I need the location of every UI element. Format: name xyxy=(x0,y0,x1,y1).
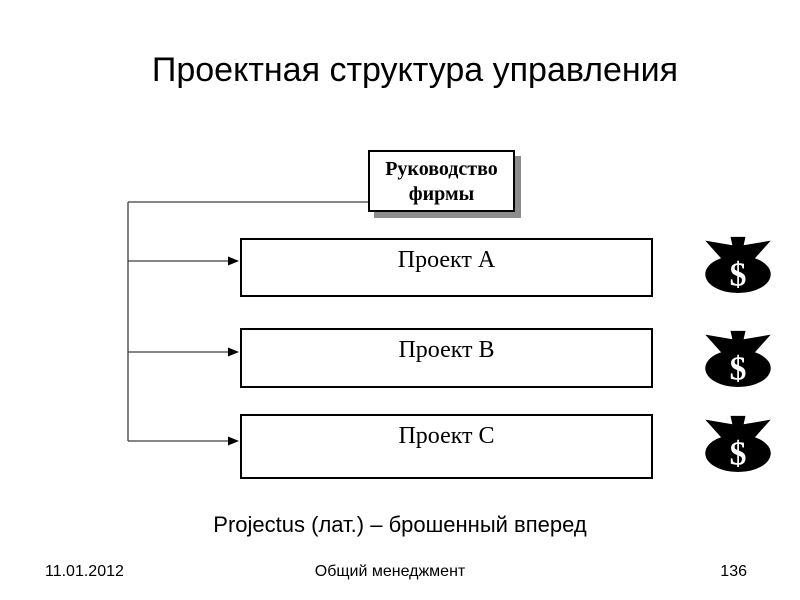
footer-date: 11.01.2012 xyxy=(45,563,124,580)
org-root-label: Руководство фирмы xyxy=(385,158,498,205)
slide-title: Проектная структура управления xyxy=(151,51,679,89)
dollar-symbol: $ xyxy=(730,351,747,387)
project-a-box: Проект A xyxy=(240,238,653,297)
dollar-symbol: $ xyxy=(730,436,747,472)
project-c-label: Проект C xyxy=(398,423,495,449)
org-root-box: Руководство фирмы xyxy=(368,150,515,212)
arrowhead-icon xyxy=(228,436,239,446)
project-b-box: Проект B xyxy=(240,328,653,388)
slide-caption: Projectus (лат.) – брошенный вперед xyxy=(213,512,587,537)
project-c-box: Проект C xyxy=(240,414,653,479)
money-bag-icon: $ xyxy=(705,415,771,472)
money-bag-icon: $ xyxy=(705,236,771,293)
dollar-symbol: $ xyxy=(730,257,747,293)
footer-page-number: 136 xyxy=(720,563,747,580)
arrowhead-icon xyxy=(228,347,239,357)
project-a-label: Проект A xyxy=(397,247,496,273)
arrowhead-icon xyxy=(228,256,239,266)
footer-course: Общий менеджмент xyxy=(314,563,466,580)
money-bag-icon: $ xyxy=(705,330,771,387)
project-b-label: Проект B xyxy=(398,337,495,363)
